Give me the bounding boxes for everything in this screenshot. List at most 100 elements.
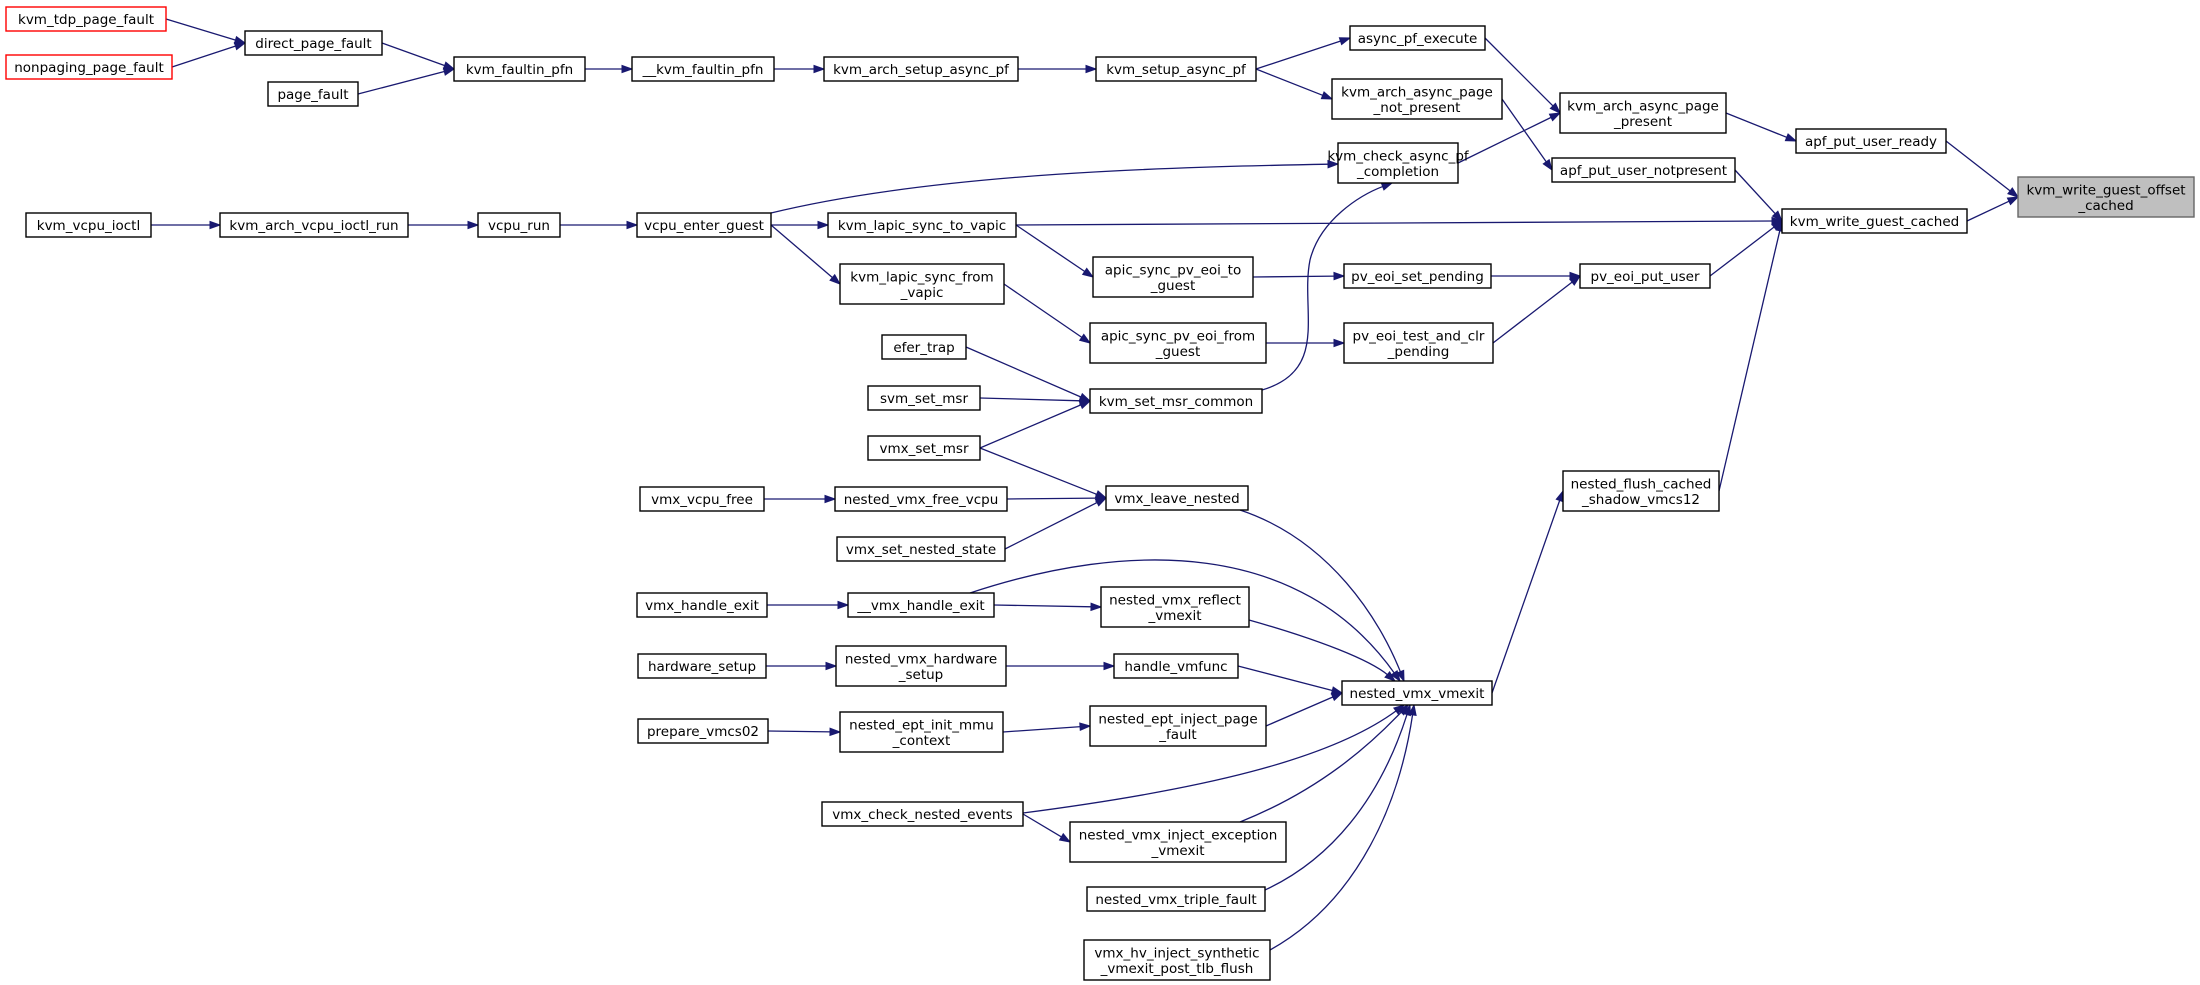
node-box xyxy=(5,6,167,32)
node-kvm-faultin-pfn[interactable]: __kvm_faultin_pfn xyxy=(631,56,775,82)
edge-vcpu_enter_guest-to-kvm_check_async_pf_completion xyxy=(770,159,1340,214)
node-kvm-arch-async-page-present[interactable]: kvm_arch_async_page_present xyxy=(1559,92,1727,134)
node-hardware-setup[interactable]: hardware_setup xyxy=(637,653,767,679)
node-kvm-write-guest-cached[interactable]: kvm_write_guest_cached xyxy=(1781,208,1968,234)
node-vcpu-run[interactable]: vcpu_run xyxy=(477,212,561,238)
edge-__vmx_handle_exit-to-nested_vmx_reflect_vmexit xyxy=(993,602,1103,612)
node-box xyxy=(1795,128,1947,154)
node-kvm-tdp-page-fault[interactable]: kvm_tdp_page_fault xyxy=(5,6,167,32)
edge-arrowhead xyxy=(2006,196,2020,206)
node-vcpu-enter-guest[interactable]: vcpu_enter_guest xyxy=(636,212,772,238)
node-async-pf-execute[interactable]: async_pf_execute xyxy=(1349,25,1486,51)
node-label: pv_eoi_set_pending xyxy=(1351,269,1484,285)
edge-svm_set_msr-to-kvm_set_msr_common xyxy=(979,396,1092,406)
node-box xyxy=(477,212,561,238)
edge-page_fault-to-kvm_faultin_pfn xyxy=(357,67,456,95)
node-vmx-set-nested-state[interactable]: vmx_set_nested_state xyxy=(836,536,1006,562)
edge-line xyxy=(1269,713,1414,951)
node-label: nested_vmx_hardware xyxy=(845,651,997,667)
node-label: nested_flush_cached xyxy=(1571,476,1712,492)
node-vmx-hv-inject-synthetic-vmexit-post-tlb-flush[interactable]: vmx_hv_inject_synthetic_vmexit_post_tlb_… xyxy=(1083,939,1271,981)
node-vmx-leave-nested[interactable]: vmx_leave_nested xyxy=(1105,485,1249,511)
edge-arrowhead xyxy=(1090,602,1103,612)
node-label: kvm_set_msr_common xyxy=(1099,394,1253,410)
edge-arrowhead xyxy=(1333,338,1346,348)
node-nested-vmx-triple-fault[interactable]: nested_vmx_triple_fault xyxy=(1086,886,1266,912)
node-label: kvm_tdp_page_fault xyxy=(18,12,154,28)
node-nonpaging-page-fault[interactable]: nonpaging_page_fault xyxy=(5,54,173,80)
node-page-fault[interactable]: page_fault xyxy=(267,81,359,107)
node-apf-put-user-notpresent[interactable]: apf_put_user_notpresent xyxy=(1551,157,1736,183)
node-nested-flush-cached-shadow-vmcs12[interactable]: nested_flush_cached_shadow_vmcs12 xyxy=(1562,470,1720,512)
node-prepare-vmcs02[interactable]: prepare_vmcs02 xyxy=(637,718,769,744)
node-nested-vmx-inject-exception-vmexit[interactable]: nested_vmx_inject_exception_vmexit xyxy=(1069,821,1287,863)
node-kvm-faultin-pfn[interactable]: kvm_faultin_pfn xyxy=(453,56,586,82)
node-nested-vmx-reflect-vmexit[interactable]: nested_vmx_reflect_vmexit xyxy=(1100,586,1250,628)
node-label: _vapic xyxy=(900,285,944,301)
node-nested-ept-inject-page-fault[interactable]: nested_ept_inject_page_fault xyxy=(1089,705,1267,747)
node-kvm-lapic-sync-to-vapic[interactable]: kvm_lapic_sync_to_vapic xyxy=(827,212,1017,238)
node-box xyxy=(839,711,1004,753)
edge-__kvm_faultin_pfn-to-kvm_arch_setup_async_pf xyxy=(774,64,826,74)
node-label: nested_vmx_vmexit xyxy=(1350,686,1485,702)
node-nested-vmx-vmexit[interactable]: nested_vmx_vmexit xyxy=(1341,680,1493,706)
edge-nested_vmx_triple_fault-to-nested_vmx_vmexit xyxy=(1264,703,1411,891)
edge-line xyxy=(1015,224,1086,273)
node-box xyxy=(1089,322,1267,364)
edge-arrowhead xyxy=(1569,275,1582,286)
edge-prepare_vmcs02-to-nested_ept_init_mmu_context xyxy=(767,727,842,737)
node-kvm-write-guest-offset-cached[interactable]: kvm_write_guest_offset_cached xyxy=(2017,176,2195,218)
edge-kvm_arch_vcpu_ioctl_run-to-vcpu_run xyxy=(408,220,480,230)
node-label: _vmexit xyxy=(1148,608,1202,624)
edge-line xyxy=(770,163,1330,214)
node-kvm-vcpu-ioctl[interactable]: kvm_vcpu_ioctl xyxy=(25,212,152,238)
node-pv-eoi-test-and-clr-pending[interactable]: pv_eoi_test_and_clr_pending xyxy=(1343,322,1494,364)
edge-line xyxy=(1725,112,1788,139)
node-label: vmx_leave_nested xyxy=(1114,491,1239,507)
node-box xyxy=(867,385,981,411)
node-pv-eoi-set-pending[interactable]: pv_eoi_set_pending xyxy=(1343,263,1492,289)
node-kvm-setup-async-pf[interactable]: kvm_setup_async_pf xyxy=(1095,56,1257,82)
node-kvm-lapic-sync-from-vapic[interactable]: kvm_lapic_sync_from_vapic xyxy=(839,263,1005,305)
node-label: prepare_vmcs02 xyxy=(647,724,759,740)
node-label: vmx_handle_exit xyxy=(645,598,759,614)
edge-line xyxy=(1264,713,1408,891)
node-efer-trap[interactable]: efer_trap xyxy=(881,334,967,360)
node-nested-vmx-free-vcpu[interactable]: nested_vmx_free_vcpu xyxy=(834,486,1008,512)
node-box xyxy=(1781,208,1968,234)
edge-hardware_setup-to-nested_vmx_hardware_setup xyxy=(766,661,838,671)
node-direct-page-fault[interactable]: direct_page_fault xyxy=(244,30,383,56)
node-vmx-vcpu-free[interactable]: vmx_vcpu_free xyxy=(639,486,765,512)
node-kvm-arch-async-page-not-present[interactable]: kvm_arch_async_page_not_present xyxy=(1331,78,1503,120)
node-apic-sync-pv-eoi-from-guest[interactable]: apic_sync_pv_eoi_from_guest xyxy=(1089,322,1267,364)
node-vmx-check-nested-events[interactable]: vmx_check_nested_events xyxy=(821,801,1024,827)
node-label: hardware_setup xyxy=(648,659,756,675)
node-pv-eoi-put-user[interactable]: pv_eoi_put_user xyxy=(1579,263,1711,289)
node-box xyxy=(1559,92,1727,134)
node-vmx-handle-exit[interactable]: vmx_handle_exit xyxy=(636,592,768,618)
node-label: nested_vmx_triple_fault xyxy=(1095,892,1256,908)
node-kvm-arch-vcpu-ioctl-run[interactable]: kvm_arch_vcpu_ioctl_run xyxy=(219,212,409,238)
node-vmx-set-msr[interactable]: vmx_set_msr xyxy=(867,435,981,461)
node-label: apf_put_user_ready xyxy=(1805,134,1937,150)
node-vmx-handle-exit[interactable]: __vmx_handle_exit xyxy=(847,592,995,618)
node-nested-vmx-hardware-setup[interactable]: nested_vmx_hardware_setup xyxy=(835,645,1007,687)
edge-arrowhead xyxy=(1081,267,1095,278)
node-label: __vmx_handle_exit xyxy=(856,598,984,614)
edge-arrowhead xyxy=(1085,64,1098,74)
node-handle-vmfunc[interactable]: handle_vmfunc xyxy=(1113,653,1239,679)
edge-apic_sync_pv_eoi_from_guest-to-pv_eoi_test_and_clr_pending xyxy=(1266,338,1346,348)
node-kvm-check-async-pf-completion[interactable]: kvm_check_async_pf_completion xyxy=(1327,142,1470,184)
node-label: direct_page_fault xyxy=(255,36,371,52)
node-label: async_pf_execute xyxy=(1358,31,1478,47)
edge-arrowhead xyxy=(1380,182,1394,191)
node-box xyxy=(1579,263,1711,289)
node-apic-sync-pv-eoi-to-guest[interactable]: apic_sync_pv_eoi_to_guest xyxy=(1092,256,1254,298)
node-svm-set-msr[interactable]: svm_set_msr xyxy=(867,385,981,411)
node-box xyxy=(1343,263,1492,289)
node-nested-ept-init-mmu-context[interactable]: nested_ept_init_mmu_context xyxy=(839,711,1004,753)
node-kvm-set-msr-common[interactable]: kvm_set_msr_common xyxy=(1089,388,1263,414)
node-apf-put-user-ready[interactable]: apf_put_user_ready xyxy=(1795,128,1947,154)
node-kvm-arch-setup-async-pf[interactable]: kvm_arch_setup_async_pf xyxy=(823,56,1019,82)
